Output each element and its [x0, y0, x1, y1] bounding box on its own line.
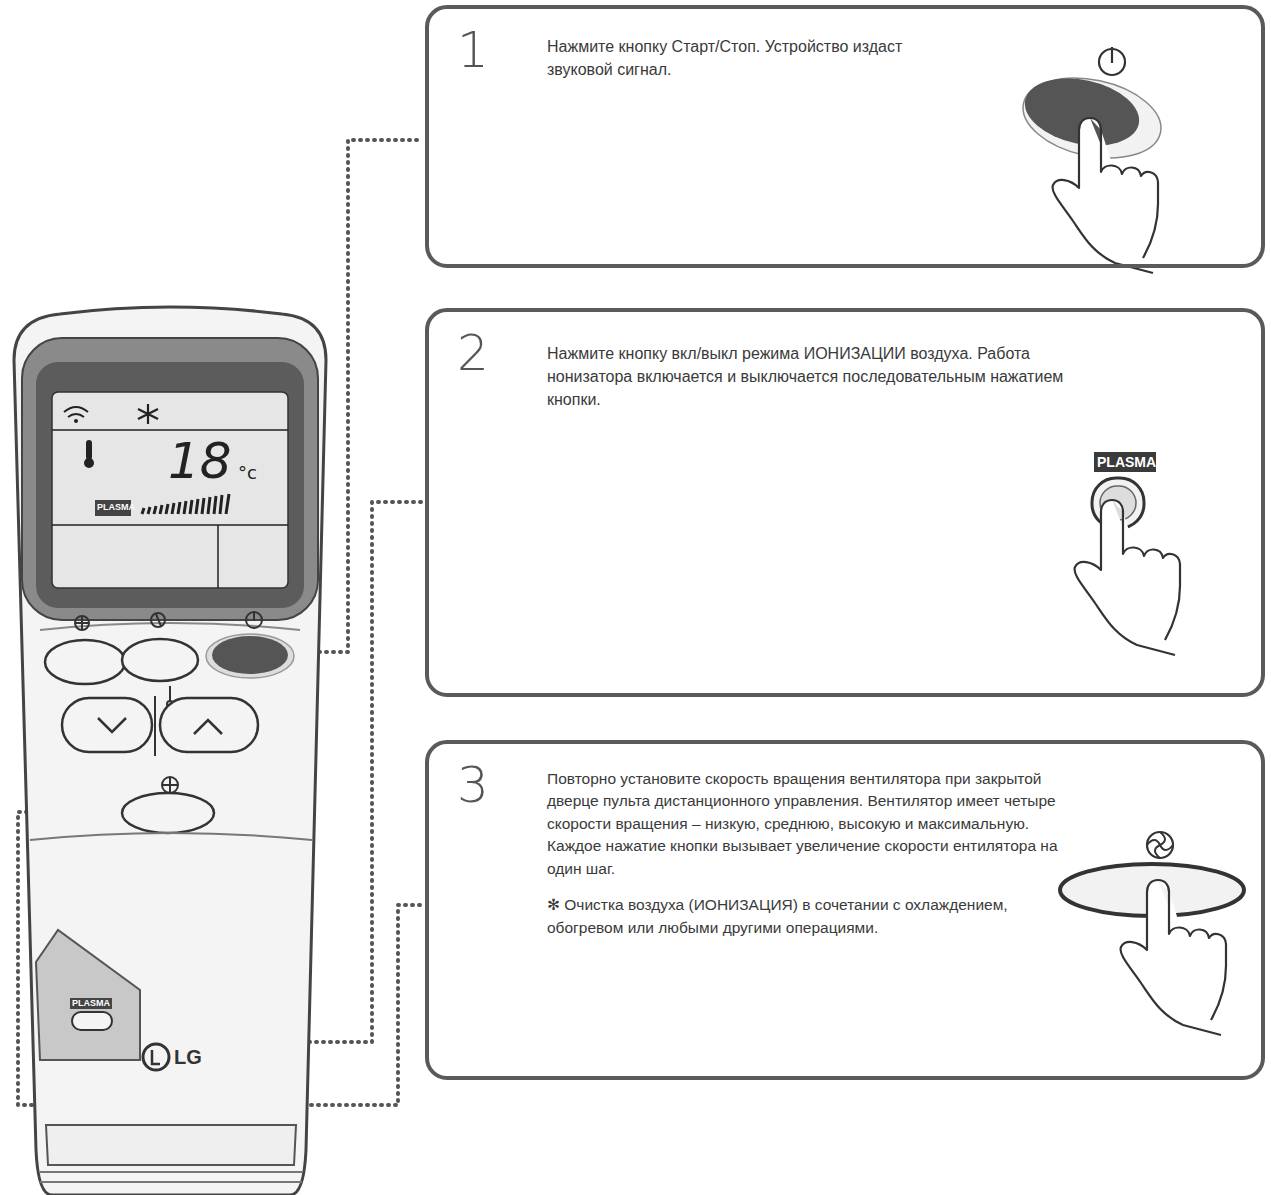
remote-control	[14, 307, 326, 1195]
display-plasma-icon: PLASMA	[97, 503, 135, 512]
brand-logo: LG	[174, 1047, 202, 1067]
step-text: Нажмите кнопку Старт/Стоп. Устройство из…	[547, 35, 967, 81]
step-note: ✻ Очистка воздуха (ИОНИЗАЦИЯ) в сочетани…	[547, 894, 1057, 939]
fan-button	[1060, 832, 1244, 1035]
plasma-button-label: PLASMA	[1097, 455, 1156, 469]
step-box: 3 Повторно установите скорость вращения в…	[425, 740, 1265, 1080]
plasma-button-label: PLASMA	[70, 998, 112, 1009]
step-number: 1	[457, 25, 489, 75]
step-number: 3	[457, 760, 489, 810]
step-text: Нажмите кнопку вкл/выкл режима ИОНИЗАЦИИ…	[547, 342, 1077, 412]
step-box: 2 Нажмите кнопку вкл/выкл режима ИОНИЗАЦИ…	[425, 308, 1265, 697]
display-unit: °c	[238, 464, 257, 482]
step-text: Повторно установите скорость вращения ве…	[547, 768, 1067, 880]
display-temperature: 18	[168, 436, 232, 486]
plasma-button	[1075, 452, 1180, 655]
step-number: 2	[457, 328, 489, 378]
step-box: 1 Нажмите кнопку Старт/Стоп. Устройство и…	[425, 5, 1265, 268]
power-button	[1016, 47, 1169, 273]
